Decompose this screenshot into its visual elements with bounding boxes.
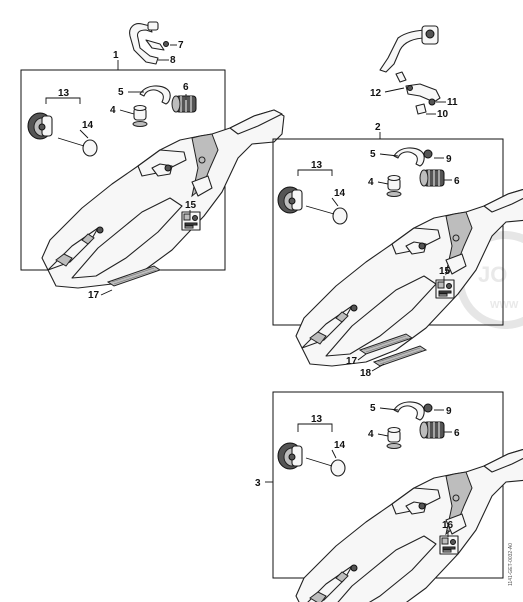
label-plate-2: [435, 279, 455, 299]
callout-4-a: 4: [110, 105, 116, 116]
rubber-mount-3: [386, 426, 402, 450]
hose-assembly-top: [129, 21, 169, 65]
tank-housing-3: [295, 447, 523, 602]
callout-15-a: 15: [185, 200, 197, 211]
o-ring-1: [82, 139, 98, 157]
hose-3: [393, 401, 425, 421]
filter-1: [171, 95, 197, 113]
rubber-mount-2: [386, 174, 402, 198]
oil-pump-3: [277, 442, 303, 470]
rubber-mount-1: [132, 104, 148, 128]
callout-12: 12: [370, 88, 382, 99]
callout-5-a: 5: [118, 87, 124, 98]
filter-2: [419, 169, 445, 187]
callout-9-a: 9: [446, 154, 452, 165]
callout-4-b: 4: [368, 177, 374, 188]
watermark-text-small: WWW: [490, 300, 519, 311]
callout-5-c: 5: [370, 403, 376, 414]
drawing-code: 1141-GET-0032-A0: [508, 543, 514, 586]
callout-4-c: 4: [368, 429, 374, 440]
callout-14-a: 14: [82, 120, 94, 131]
callout-18: 18: [360, 368, 372, 379]
cap-9-b: [423, 403, 433, 413]
callout-9-b: 9: [446, 406, 452, 417]
callout-15-b: 15: [439, 266, 451, 277]
o-ring-3: [330, 459, 346, 477]
callout-13-c: 13: [311, 414, 323, 425]
callout-14-b: 14: [334, 188, 346, 199]
callout-11: 11: [447, 97, 458, 108]
assembly-1: 1 13 14 5 4 6 15: [20, 50, 285, 289]
callout-16: 16: [442, 520, 454, 531]
callout-13-a: 13: [58, 88, 70, 99]
callout-14-c: 14: [334, 440, 346, 451]
callout-1: 1: [113, 50, 119, 61]
assembly-2: 2 13 14 5 4 9 6 15: [272, 122, 523, 367]
filter-3: [419, 421, 445, 439]
o-ring-2: [332, 207, 348, 225]
callout-6-b: 6: [454, 176, 460, 187]
callout-17-a: 17: [88, 290, 100, 301]
callout-3: 3: [255, 478, 261, 489]
callout-6-a: 6: [183, 82, 189, 93]
callout-10: 10: [437, 109, 449, 120]
callout-6-c: 6: [454, 428, 460, 439]
hose-2: [393, 147, 425, 167]
hose-assembly-right: [379, 25, 441, 115]
callout-8: 8: [170, 55, 176, 66]
label-plate-1: [181, 211, 201, 231]
callout-17-b: 17: [346, 356, 358, 367]
callout-13-b: 13: [311, 160, 323, 171]
callout-7: 7: [178, 40, 184, 51]
oil-pump-2: [277, 186, 303, 214]
oil-pump-1: [27, 112, 53, 140]
label-plate-3: [439, 535, 459, 555]
callout-5-b: 5: [370, 149, 376, 160]
callout-2: 2: [375, 122, 381, 133]
watermark-text: JO: [478, 262, 507, 287]
cap-9-a: [423, 149, 433, 159]
assembly-3: 3 13 14 5 4 9 6 16: [255, 391, 523, 602]
tank-housing-1: [41, 109, 285, 289]
hose-1: [139, 85, 171, 105]
